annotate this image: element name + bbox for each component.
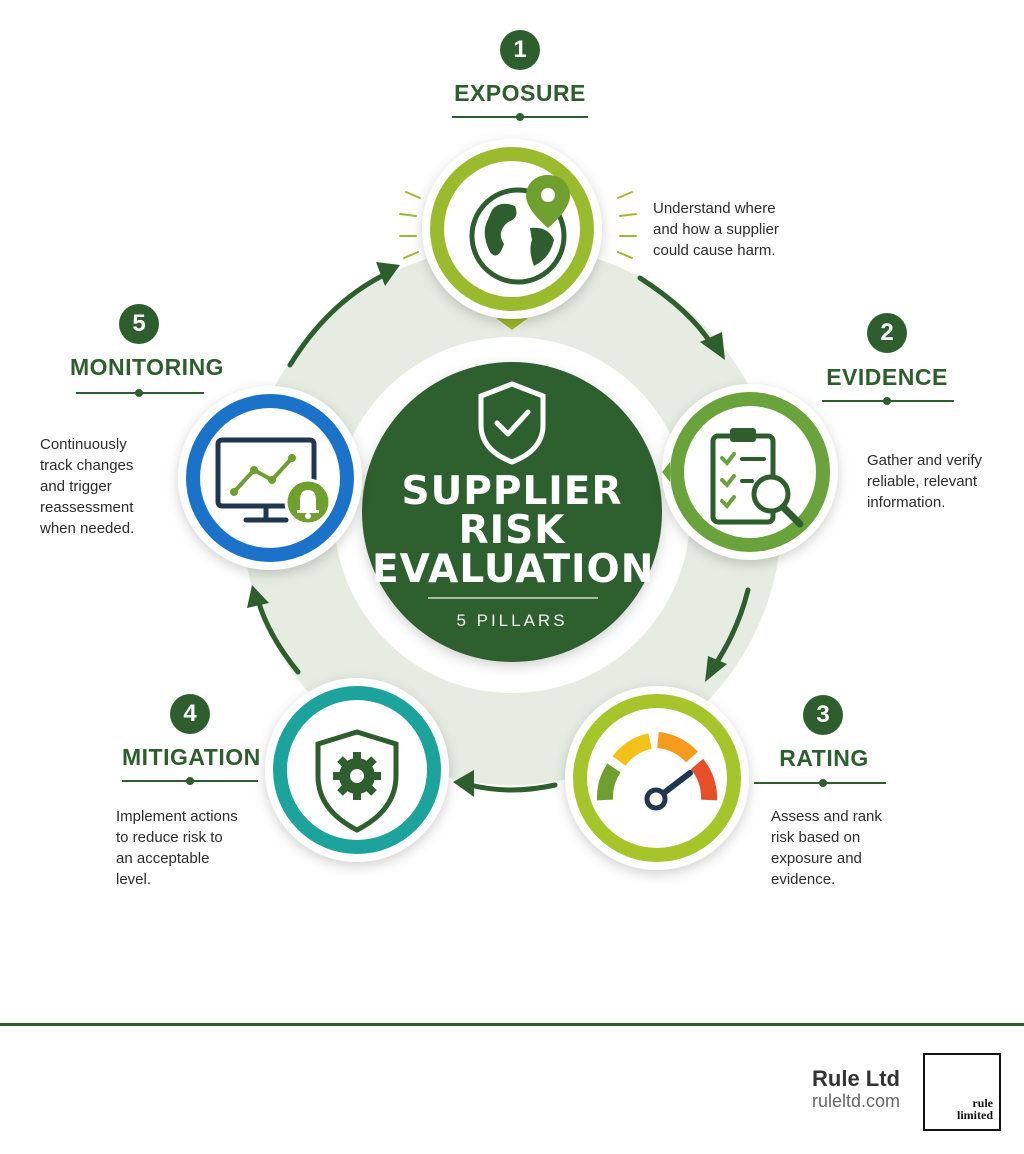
stage-4-number: 4 (170, 694, 210, 734)
cycle-diagram (178, 139, 838, 870)
stage-5-desc-line: track changes (40, 457, 134, 474)
clipboard-magnifier-icon (710, 428, 804, 528)
center-subtitle: 5 PILLARS (456, 611, 568, 630)
stage-3-node (565, 686, 749, 870)
arrow-1-to-2 (637, 275, 715, 348)
center-title-line-2: RISK (458, 508, 566, 553)
stage-4-description: Implement actions to reduce risk to an a… (116, 806, 276, 890)
stage-1-number: 1 (500, 30, 540, 70)
stage-5-desc-line: Continuously (40, 436, 127, 453)
monitor-chart-bell-icon (215, 437, 332, 526)
shield-check-icon (478, 381, 546, 465)
stage-2-title: EVIDENCE (826, 364, 948, 390)
arrow-3-to-4 (467, 782, 558, 793)
stage-3-title: RATING (779, 745, 869, 771)
brand-logo-text: rule limited (957, 1097, 993, 1121)
stage-3-desc-line: Assess and rank (771, 808, 882, 825)
stage-5-desc-line: reassessment (40, 499, 134, 516)
stage-5-number: 5 (119, 304, 159, 344)
arrowhead-4 (453, 770, 474, 797)
stage-5-desc-line: and trigger (40, 478, 112, 495)
stage-5-description: Continuously track changes and trigger r… (40, 434, 190, 539)
arrowhead-1 (376, 262, 400, 286)
brand-url[interactable]: ruleltd.com (811, 1091, 900, 1111)
stage-2-number: 2 (867, 313, 907, 353)
stage-1-rule-dot (516, 113, 524, 121)
footer-divider (0, 1023, 1024, 1026)
stage-2-description: Gather and verify reliable, relevant inf… (867, 450, 1017, 513)
stage-4-node (265, 678, 449, 862)
stage-2-desc-line: information. (867, 494, 946, 511)
stage-1-desc-line: could cause harm. (653, 242, 776, 259)
stage-5-desc-line: when needed. (40, 520, 135, 537)
stage-5-title: MONITORING (70, 354, 225, 380)
stage-2-rule-dot (883, 397, 891, 405)
arrowhead-2 (700, 332, 725, 360)
arrow-2-to-3 (712, 587, 751, 668)
stage-1-title: EXPOSURE (454, 80, 586, 106)
stage-3-desc-line: risk based on (771, 829, 861, 846)
stage-5-rule-dot (135, 389, 143, 397)
logo-line-2: limited (957, 1108, 993, 1122)
globe-location-icon (469, 175, 570, 285)
stage-5-node (178, 386, 362, 570)
stage-1-desc-line: and how a supplier (653, 221, 779, 238)
logo-line-1: rule (972, 1096, 993, 1110)
stage-2-node (662, 384, 838, 560)
stage-4-rule-dot (186, 777, 194, 785)
arrow-4-to-5 (255, 597, 301, 675)
stage-2-desc-line: Gather and verify (867, 452, 983, 469)
stage-1-desc-line: Understand where (653, 200, 776, 217)
arrow-5-to-1 (287, 269, 393, 368)
gauge-icon (596, 732, 718, 811)
stage-1-node (399, 139, 637, 330)
stage-2-desc-line: reliable, relevant (867, 473, 978, 490)
bell-icon (300, 490, 316, 510)
arrowhead-5 (247, 585, 269, 608)
stage-4-desc-line: to reduce risk to (116, 829, 223, 846)
center-title-line-3: EVALUATION (372, 547, 655, 592)
stage-1-description: Understand where and how a supplier coul… (653, 198, 813, 261)
stage-3-description: Assess and rank risk based on exposure a… (771, 806, 921, 890)
center-hub (362, 362, 662, 662)
shield-gear-icon (315, 729, 399, 833)
stage-4-desc-line: Implement actions (116, 808, 238, 825)
stage-4-title: MITIGATION (122, 744, 261, 770)
stage-3-desc-line: evidence. (771, 871, 836, 888)
center-title-line-1: SUPPLIER (401, 469, 623, 514)
brand-name: Rule Ltd (812, 1066, 900, 1091)
stage-3-number: 3 (803, 695, 843, 735)
stage-4-desc-line: level. (116, 871, 152, 888)
stage-3-rule-dot (819, 779, 827, 787)
brand-logo: rule limited (923, 1053, 1001, 1131)
arrowhead-3 (705, 656, 727, 682)
stage-4-desc-line: an acceptable (116, 850, 210, 867)
stage-3-desc-line: exposure and (771, 850, 862, 867)
